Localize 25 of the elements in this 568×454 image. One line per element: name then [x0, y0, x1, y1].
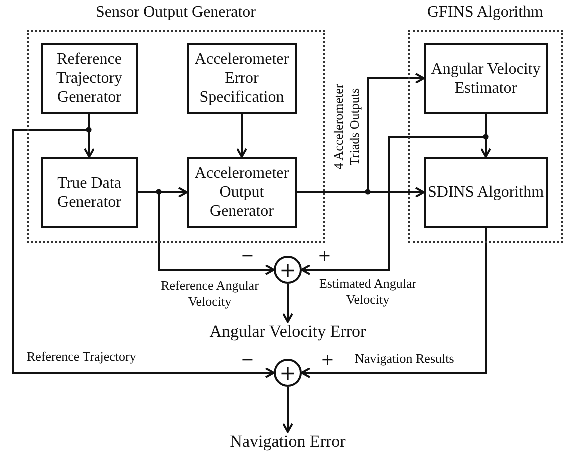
edge-label: Reference Trajectory [27, 349, 136, 365]
process-box: Angular Velocity Estimator [424, 43, 548, 114]
output-label: Navigation Error [220, 432, 356, 452]
arrow [236, 114, 248, 158]
group-heading: Sensor Output Generator [95, 3, 257, 23]
process-box: Accelerometer Error Specification [187, 43, 297, 114]
group-heading: GFINS Algorithm [426, 3, 544, 23]
sign-label: − [241, 352, 254, 368]
arrow [301, 228, 487, 378]
sign-label: + [318, 248, 332, 264]
process-box: Accelerometer Output Generator [187, 157, 297, 228]
arrow [282, 387, 294, 433]
output-label: Angular Velocity Error [200, 322, 376, 342]
sign-label: − [241, 248, 254, 264]
arrow [282, 284, 294, 323]
sign-label: + [321, 352, 334, 368]
summing-junction: + [274, 256, 302, 284]
process-box: Reference Trajectory Generator [41, 43, 138, 114]
edge-label: Reference Angular Velocity [160, 278, 260, 310]
process-box: True Data Generator [41, 157, 138, 228]
summing-junction: + [274, 359, 302, 387]
edge-label: Navigation Results [355, 351, 454, 367]
edge-label: Estimated Angular Velocity [318, 276, 418, 308]
process-box: SDINS Algorithm [424, 157, 548, 228]
rotated-label: 4 Accelerometer Triads Outputs [331, 83, 363, 172]
